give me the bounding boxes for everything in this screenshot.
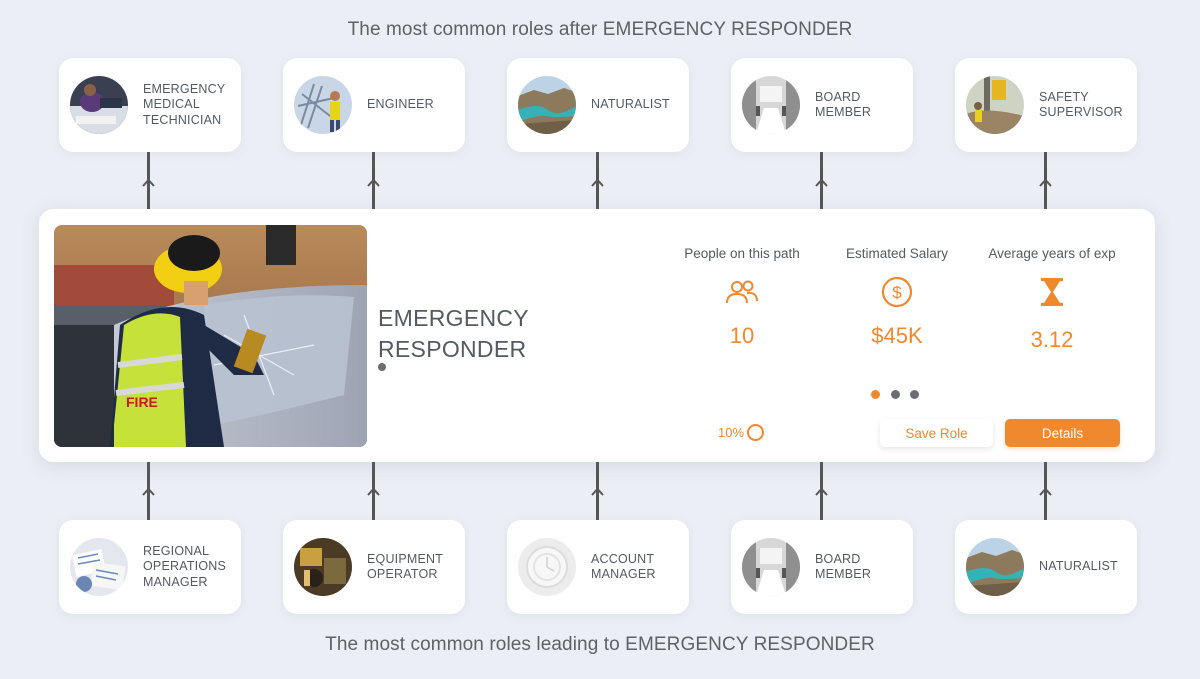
pager-dot[interactable] bbox=[891, 390, 900, 399]
connector-line bbox=[596, 462, 599, 520]
stat-label: Estimated Salary bbox=[845, 246, 949, 261]
equipment-photo bbox=[294, 538, 352, 596]
current-role-title: EMERGENCY RESPONDER bbox=[378, 305, 529, 362]
firefighter-breaking-windshield-photo: FIRE bbox=[54, 225, 367, 447]
hourglass-icon bbox=[1040, 278, 1064, 312]
office-papers-photo bbox=[70, 538, 128, 596]
role-label: ENGINEER bbox=[367, 97, 434, 112]
arrow-up-icon bbox=[367, 178, 380, 187]
connector-line bbox=[820, 462, 823, 520]
people-icon bbox=[725, 279, 759, 310]
role-label: BOARD MEMBER bbox=[815, 551, 872, 582]
pager-dot[interactable] bbox=[910, 390, 919, 399]
connector-line bbox=[1044, 462, 1047, 520]
svg-text:$: $ bbox=[892, 283, 902, 302]
next-role-card-engineer[interactable]: ENGINEER bbox=[283, 58, 465, 152]
stat-label: Average years of exp bbox=[988, 246, 1116, 261]
save-role-button[interactable]: Save Role bbox=[880, 419, 993, 447]
role-label: EMERGENCY MEDICAL TECHNICIAN bbox=[143, 81, 226, 127]
next-roles-heading: The most common roles after EMERGENCY RE… bbox=[347, 19, 853, 40]
emt-photo bbox=[70, 76, 128, 134]
role-label: REGIONAL OPERATIONS MANAGER bbox=[143, 543, 227, 589]
engineer-photo bbox=[294, 76, 352, 134]
progress-ring-icon bbox=[747, 424, 765, 441]
stat-label: People on this path bbox=[684, 246, 800, 261]
boardroom-photo bbox=[742, 538, 800, 596]
pager-dot-active[interactable] bbox=[871, 390, 880, 399]
role-label: SAFETY SUPERVISOR bbox=[1039, 89, 1123, 120]
canyon-river-photo bbox=[966, 538, 1024, 596]
role-label: ACCOUNT MANAGER bbox=[591, 551, 656, 582]
previous-role-card-board-member[interactable]: BOARD MEMBER bbox=[731, 520, 913, 614]
title-indicator-dot bbox=[378, 363, 386, 371]
next-role-card-emt[interactable]: EMERGENCY MEDICAL TECHNICIAN bbox=[59, 58, 241, 152]
svg-text:FIRE: FIRE bbox=[126, 394, 158, 410]
arrow-up-icon bbox=[1039, 178, 1052, 187]
connector-line bbox=[147, 462, 150, 520]
previous-role-card-naturalist[interactable]: NATURALIST bbox=[955, 520, 1137, 614]
arrow-up-icon bbox=[142, 178, 155, 187]
clock-photo bbox=[518, 538, 576, 596]
arrow-up-icon bbox=[591, 178, 604, 187]
role-label: BOARD MEMBER bbox=[815, 89, 872, 120]
next-role-card-safety-supervisor[interactable]: SAFETY SUPERVISOR bbox=[955, 58, 1137, 152]
previous-role-card-equipment-operator[interactable]: EQUIPMENT OPERATOR bbox=[283, 520, 465, 614]
progress-label: 10% bbox=[718, 425, 745, 440]
dollar-icon: $ bbox=[881, 276, 913, 313]
role-label: NATURALIST bbox=[1039, 559, 1118, 574]
previous-roles-heading: The most common roles leading to EMERGEN… bbox=[325, 634, 875, 655]
details-button[interactable]: Details bbox=[1005, 419, 1120, 447]
role-label: EQUIPMENT OPERATOR bbox=[367, 551, 444, 582]
arrow-up-icon bbox=[815, 178, 828, 187]
previous-role-card-regional-operations-manager[interactable]: REGIONAL OPERATIONS MANAGER bbox=[59, 520, 241, 614]
stat-value: 10 bbox=[729, 323, 755, 348]
drilling-site-photo bbox=[966, 76, 1024, 134]
previous-role-card-account-manager[interactable]: ACCOUNT MANAGER bbox=[507, 520, 689, 614]
connector-line bbox=[372, 462, 375, 520]
stat-value: 3.12 bbox=[1030, 327, 1074, 352]
role-label: NATURALIST bbox=[591, 97, 670, 112]
match-progress: 10% bbox=[718, 424, 765, 441]
current-role-card: FIRE EMERGENCY RESPONDER People on this … bbox=[39, 209, 1155, 462]
stat-value: $45K bbox=[871, 323, 923, 348]
next-role-card-board-member[interactable]: BOARD MEMBER bbox=[731, 58, 913, 152]
next-role-card-naturalist[interactable]: NATURALIST bbox=[507, 58, 689, 152]
